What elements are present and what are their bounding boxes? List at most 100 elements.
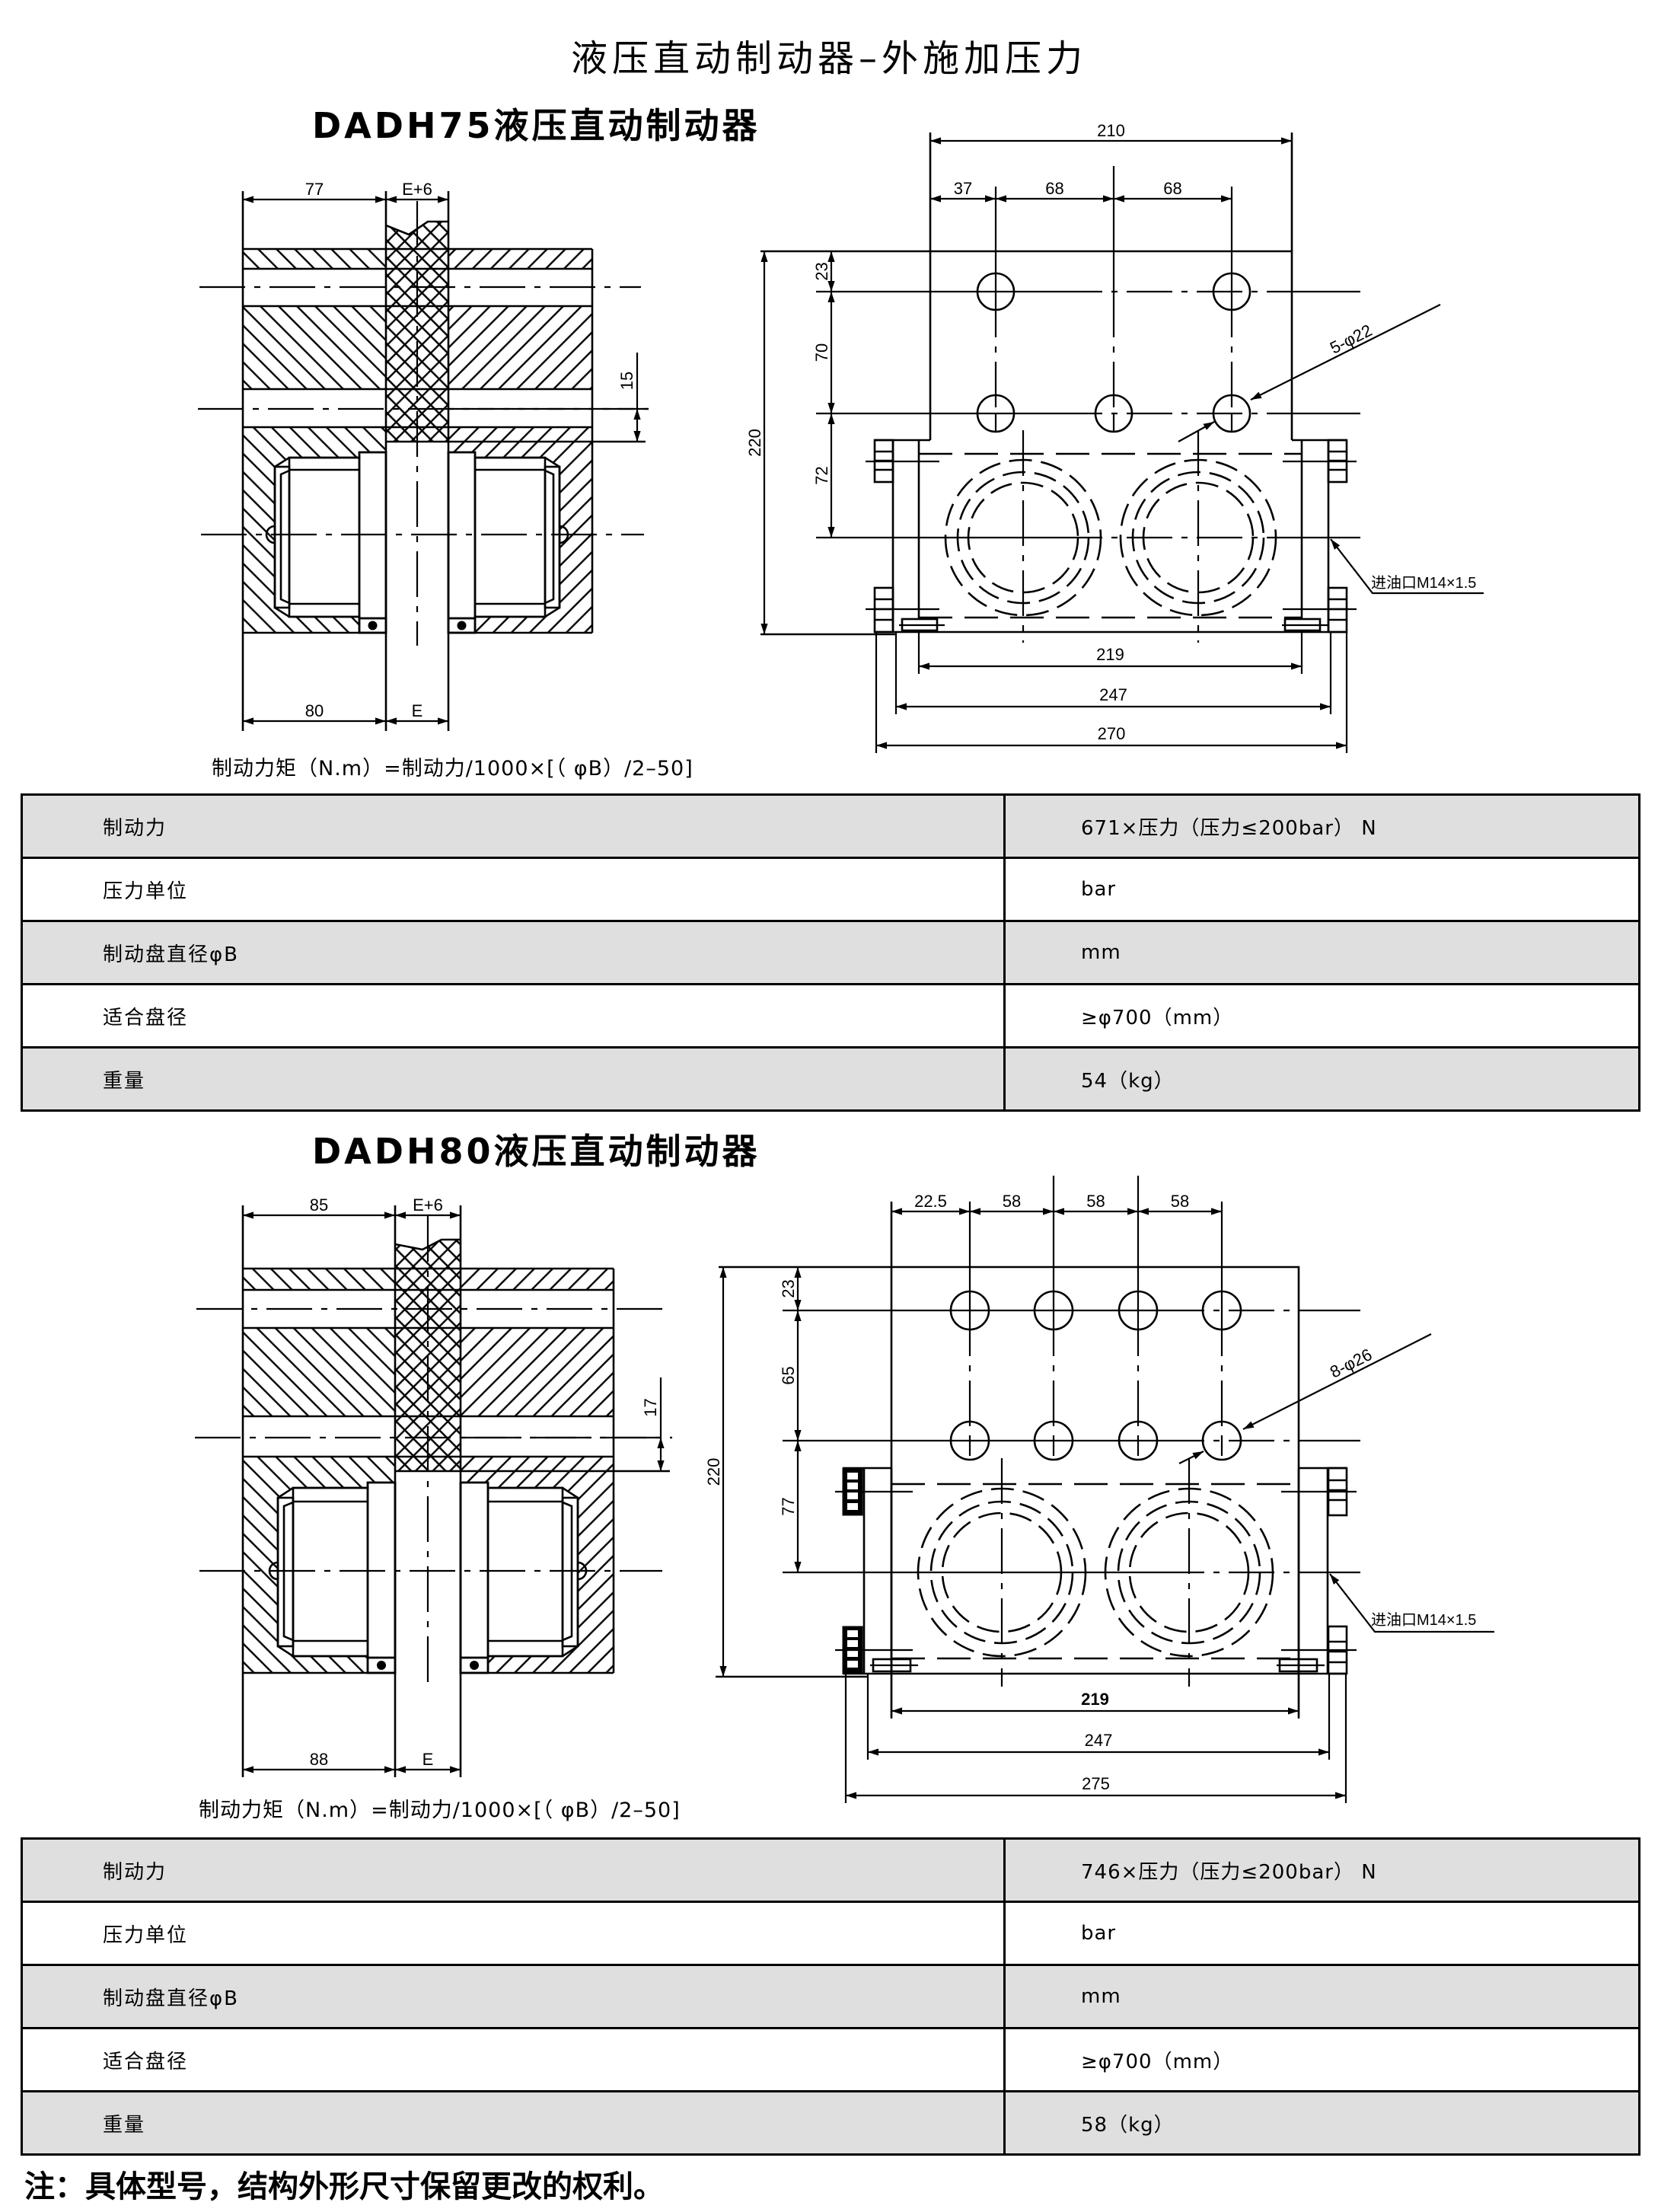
arrowhead	[827, 527, 835, 538]
arrowhead	[384, 1211, 395, 1219]
arrowhead	[760, 251, 768, 262]
mounting-feet	[870, 1658, 1325, 1673]
spec-row: 压力单位 bar	[21, 1901, 1640, 1966]
spec-row: 适合盘径 ≥φ700（mm）	[21, 2027, 1640, 2092]
spec-row: 适合盘径 ≥φ700（mm）	[21, 983, 1640, 1049]
spec-value: mm	[1003, 1964, 1640, 2029]
spec-label: 制动盘直径φB	[21, 920, 1006, 985]
spec-label: 制动盘直径φB	[21, 1964, 1006, 2029]
extension-lines	[844, 1674, 1347, 1803]
arrowhead	[930, 195, 941, 203]
dim-hole-spacing-label: 58	[1171, 1192, 1189, 1211]
centerlines	[195, 1216, 672, 1687]
mounting-holes	[949, 1290, 1242, 1461]
dim-row-spacing-label: 65	[779, 1366, 798, 1384]
brake-disc	[394, 1238, 670, 1473]
arrowhead	[375, 717, 386, 725]
arrowhead	[985, 195, 996, 203]
dim-hole-spacing-label: 68	[1045, 179, 1063, 198]
hole-pointer	[1178, 421, 1215, 442]
spec-value: bar	[1003, 1901, 1640, 1966]
arrowhead	[794, 1441, 802, 1451]
mounting-holes	[976, 272, 1251, 433]
oil-port-callout: 进油口M14×1.5	[1329, 1573, 1494, 1633]
dim-top-left: 77	[243, 180, 386, 203]
hole-callout-label: 5-φ22	[1327, 321, 1375, 358]
spec-value: 746×压力（压力≤200bar） N	[1003, 1837, 1640, 1903]
dim-offset-label: 15	[617, 372, 636, 390]
arrowhead	[827, 281, 835, 292]
arrowhead	[1331, 539, 1341, 550]
arrowhead	[1043, 1208, 1054, 1215]
oil-port-label: 进油口M14×1.5	[1371, 574, 1476, 592]
centerlines	[816, 166, 1360, 643]
dim-width: 219	[891, 1690, 1299, 1715]
arrowhead	[827, 292, 835, 302]
dim-hole-spacing-label: 58	[1003, 1192, 1021, 1211]
dim-hole-spacing: 58	[1054, 1192, 1138, 1215]
piston-assembly-right	[459, 1481, 588, 1674]
spec-label: 重量	[21, 2090, 1006, 2156]
arrowhead	[827, 413, 835, 424]
spec-value: bar	[1003, 857, 1640, 922]
hole-callout-label: 8-φ26	[1327, 1345, 1375, 1382]
arrowhead	[827, 403, 835, 413]
dim-bottom-disc: E	[395, 1750, 461, 1773]
dim-hole-spacing-label: 37	[954, 179, 972, 198]
arrowhead	[794, 1562, 802, 1572]
dim-offset: 15	[448, 353, 649, 442]
hole-pointer	[1178, 1451, 1204, 1464]
arrowhead	[891, 1707, 902, 1715]
dim-bottom-left-label: 80	[305, 701, 324, 720]
arrowhead	[868, 1748, 878, 1756]
hidden-lines	[891, 1483, 1299, 1660]
spec-table-dadh75: 制动力 671×压力（压力≤200bar） N 压力单位 bar 制动盘直径φB…	[21, 793, 1640, 1112]
dim-offset: 17	[461, 1377, 672, 1471]
arrowhead	[794, 1300, 802, 1310]
dim-row-spacing-label: 23	[779, 1279, 798, 1298]
arrowhead	[395, 1211, 406, 1219]
arrowhead	[896, 703, 907, 710]
arrowhead	[375, 196, 386, 203]
dim-height-label: 220	[704, 1458, 723, 1486]
spec-row: 制动盘直径φB mm	[21, 1964, 1640, 2029]
arrowhead	[1335, 1792, 1346, 1799]
caliper-body-outline	[760, 132, 1347, 636]
arrowhead	[1138, 1208, 1149, 1215]
dim-bottom-disc-label: E	[422, 1750, 434, 1769]
footnote: 注：具体型号，结构外形尺寸保留更改的权利。	[24, 2169, 664, 2204]
dim-hole-spacing: 68	[996, 179, 1114, 203]
dim-bottom-disc: E	[386, 701, 448, 725]
arrowhead	[970, 1208, 980, 1215]
hole-callout: 5-φ22	[1250, 304, 1441, 401]
spec-row: 重量 58（kg）	[21, 2090, 1640, 2156]
spec-row: 重量 54（kg）	[21, 1046, 1640, 1112]
dim-row-spacing: 65	[779, 1310, 802, 1441]
arrowhead	[1203, 422, 1214, 430]
arrowhead	[891, 1208, 902, 1215]
arrowhead	[1192, 1451, 1204, 1460]
dim-bottom-disc-label: E	[412, 701, 423, 720]
dim-width-label: 219	[1096, 645, 1124, 664]
dim-width-label: 247	[1099, 685, 1127, 704]
spec-row: 压力单位 bar	[21, 857, 1640, 922]
caliper-lower-left	[243, 427, 386, 633]
arrowhead	[876, 742, 887, 749]
dim-hole-spacing-label: 68	[1163, 179, 1181, 198]
arrowhead	[633, 409, 641, 420]
arrowhead	[1127, 1208, 1138, 1215]
dim-height: 220	[704, 1267, 727, 1677]
arrowhead	[1221, 195, 1232, 203]
dim-row-spacing-label: 70	[812, 343, 831, 362]
dim-width-label: 275	[1082, 1774, 1110, 1793]
arrowhead	[1330, 1574, 1340, 1585]
braking-torque-formula: 制动力矩（N.m）=制动力/1000×[（ φB）/2–50]	[199, 1799, 681, 1822]
piston-assembly-right	[447, 451, 569, 634]
dim-hole-spacing: 37	[930, 179, 996, 203]
dim-width: 275	[846, 1774, 1346, 1799]
dim-top-left: 85	[243, 1195, 395, 1219]
